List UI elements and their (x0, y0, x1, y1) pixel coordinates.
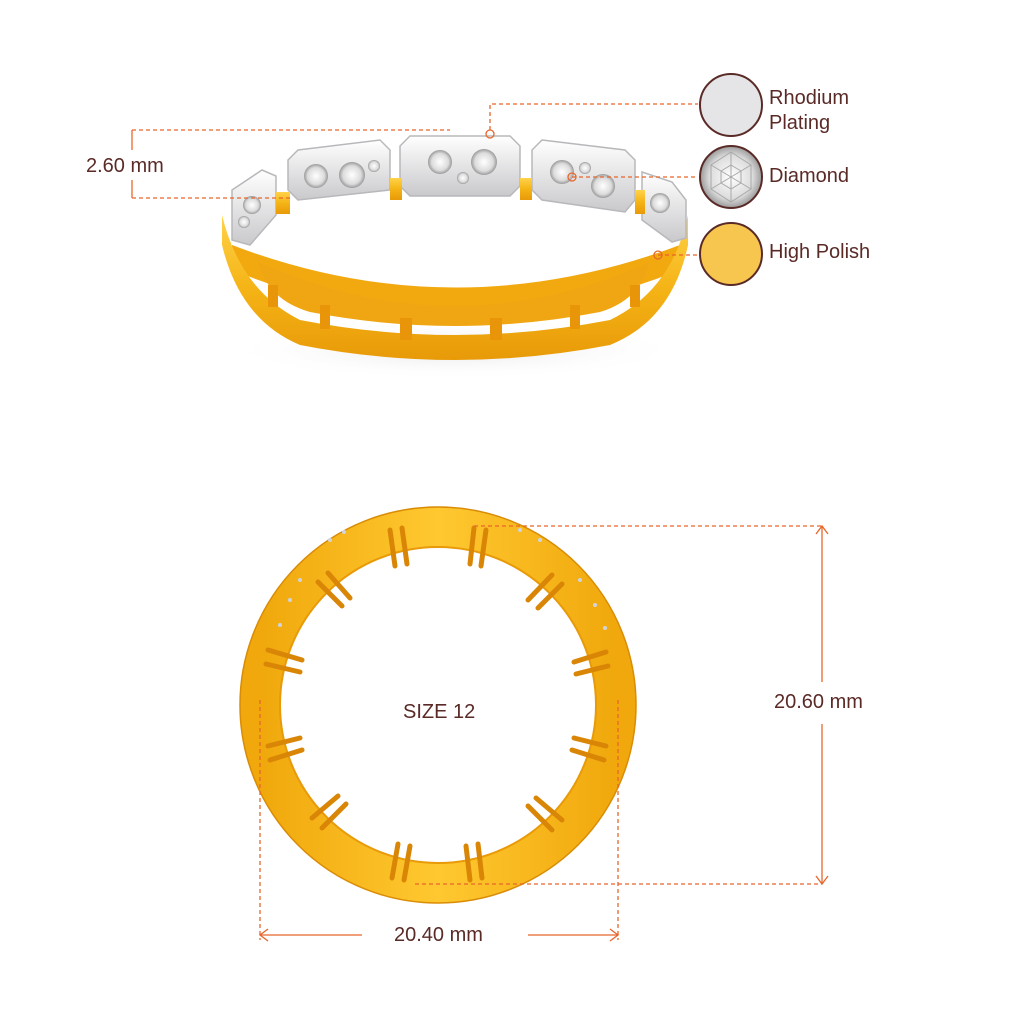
rim-diamonds (278, 528, 607, 630)
outer-width-label: 20.40 mm (394, 924, 483, 946)
gold-swatch (699, 222, 763, 286)
rhodium-swatch (699, 73, 763, 137)
dimension-lines (131, 103, 829, 942)
legend-high-polish-label: High Polish (769, 241, 871, 263)
segment-grooves (263, 525, 611, 883)
legend-rhodium-line2: Plating (769, 112, 831, 134)
ring-top-view (222, 135, 688, 380)
diamond-settings (231, 135, 687, 246)
legend-swatches (699, 73, 763, 286)
legend-diamond-label: Diamond (769, 165, 850, 187)
diamond-swatch (699, 145, 763, 209)
band-width-label: 2.60 mm (86, 155, 164, 177)
outer-height-label: 20.60 mm (774, 691, 863, 713)
legend-rhodium-line1: Rhodium (769, 87, 850, 109)
ring-front-view (239, 506, 637, 904)
ring-size-label: SIZE 12 (403, 701, 476, 723)
legend-rhodium-label: Rhodium Plating (769, 86, 849, 136)
